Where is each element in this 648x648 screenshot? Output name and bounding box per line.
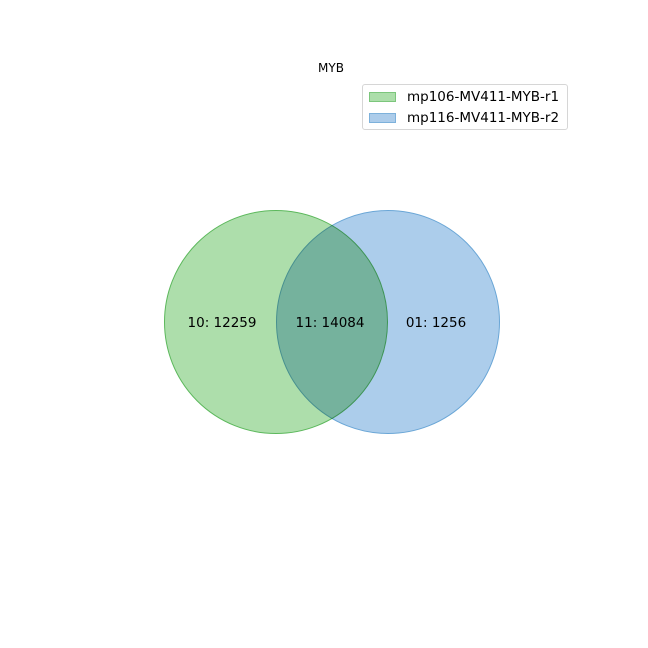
legend-swatch-set-2 [369, 113, 396, 123]
legend-item-set-1: mp106-MV411-MYB-r1 [369, 88, 559, 106]
region-label-01: 01: 1256 [406, 315, 466, 331]
legend-label-set-1: mp106-MV411-MYB-r1 [407, 89, 560, 105]
region-label-11: 11: 14084 [296, 315, 365, 331]
chart-title: MYB [318, 61, 344, 75]
legend-label-set-2: mp116-MV411-MYB-r2 [407, 110, 560, 126]
legend-item-set-2: mp116-MV411-MYB-r2 [369, 109, 559, 127]
legend-swatch-set-1 [369, 92, 396, 102]
region-label-10: 10: 12259 [188, 315, 257, 331]
legend: mp106-MV411-MYB-r1 mp116-MV411-MYB-r2 [362, 84, 568, 130]
set-circle-mp116-MV411-MYB-r2 [276, 210, 500, 434]
